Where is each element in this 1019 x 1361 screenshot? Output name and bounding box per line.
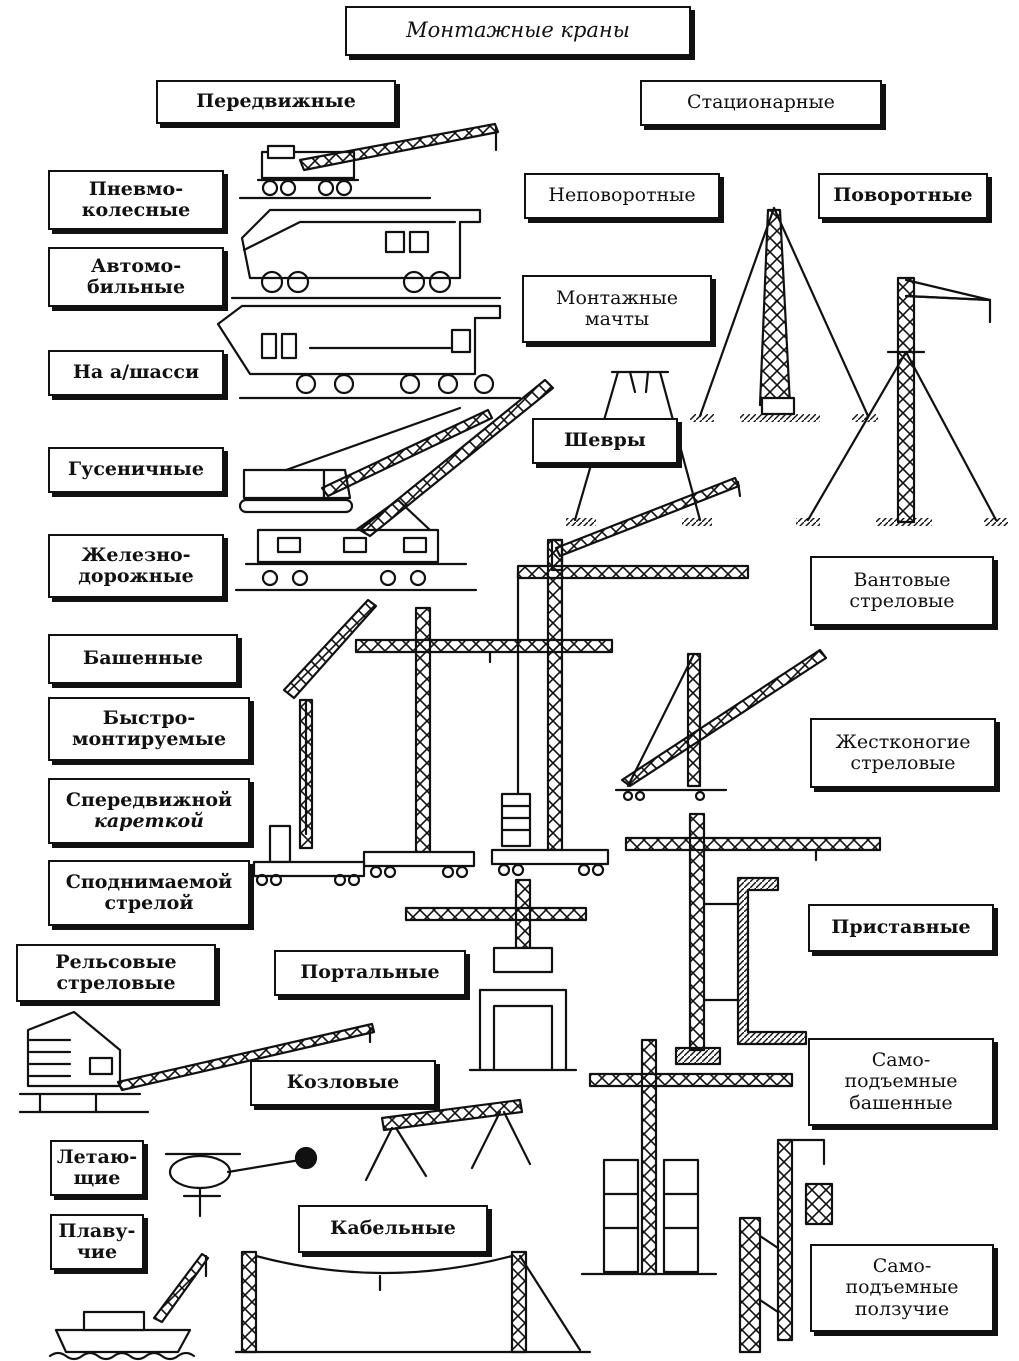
type-gantry-label: Козловые bbox=[286, 1071, 400, 1094]
type-rigid-leg-label: Жестконогие стреловые bbox=[835, 730, 971, 774]
type-auto: Автомо- бильные bbox=[48, 247, 224, 307]
mast-drawing bbox=[690, 206, 878, 422]
type-chassis: На а/шасси bbox=[48, 350, 224, 396]
railway-crane-drawing bbox=[234, 378, 555, 592]
type-sheers-label: Шевры bbox=[564, 429, 646, 452]
gantry-crane-drawing bbox=[364, 1098, 532, 1182]
type-flying: Летаю- щие bbox=[50, 1140, 144, 1196]
type-tower: Башенные bbox=[48, 634, 238, 684]
type-pneumatic-label: Пневмо- колесные bbox=[81, 177, 191, 221]
type-self-lift-climbing: Само- подъемные ползучие bbox=[810, 1244, 994, 1332]
rail-boom-drawing bbox=[18, 1010, 376, 1114]
pneumatic-crane-drawing bbox=[238, 122, 500, 200]
type-floating-label: Плаву- чие bbox=[58, 1219, 136, 1263]
auto-crane-drawing bbox=[230, 208, 502, 300]
type-self-lift-climbing-label: Само- подъемные ползучие bbox=[845, 1255, 959, 1320]
type-masts-label: Монтажные мачты bbox=[556, 286, 678, 330]
type-rotating: Поворотные bbox=[818, 173, 988, 219]
self-lift-climbing-drawing bbox=[738, 1138, 834, 1354]
type-railway-label: Железно- дорожные bbox=[78, 543, 194, 587]
type-trolley-label-1: Спередвижной bbox=[65, 788, 233, 811]
type-trolley-label-2: кареткой bbox=[94, 810, 204, 832]
type-self-lift-tower: Само- подъемные башенные bbox=[808, 1038, 994, 1126]
rigid-leg-drawing bbox=[614, 648, 828, 802]
type-sheers: Шевры bbox=[532, 418, 678, 464]
group-stationary: Стационарные bbox=[640, 80, 882, 126]
group-mobile: Передвижные bbox=[156, 80, 396, 124]
type-rail-boom: Рельсовые стреловые bbox=[16, 944, 216, 1002]
type-non-rotating: Неповоротные bbox=[524, 173, 720, 219]
type-pneumatic: Пневмо- колесные bbox=[48, 170, 224, 230]
type-masts: Монтажные мачты bbox=[522, 275, 712, 343]
type-fast-mount: Быстро- монтируемые bbox=[48, 697, 250, 761]
tower-cranes-drawing bbox=[252, 538, 750, 887]
rotating-mast-drawing bbox=[796, 276, 1008, 526]
type-trolley: Спередвижной кареткой bbox=[48, 778, 250, 844]
type-floating: Плаву- чие bbox=[50, 1214, 144, 1270]
type-attached: Приставные bbox=[808, 904, 994, 952]
type-portal: Портальные bbox=[274, 950, 466, 996]
type-chassis-label: На а/шасси bbox=[72, 361, 200, 384]
helicopter-drawing bbox=[164, 1146, 318, 1218]
type-rail-boom-label: Рельсовые стреловые bbox=[55, 950, 177, 994]
portal-crane-drawing bbox=[404, 878, 588, 1072]
cable-crane-drawing bbox=[234, 1250, 592, 1354]
title-box: Монтажные краны bbox=[345, 6, 691, 56]
type-raising-boom: Споднимаемой стрелой bbox=[48, 860, 250, 926]
type-guyed-boom-label: Вантовые стреловые bbox=[849, 568, 955, 612]
type-cable: Кабельные bbox=[298, 1205, 488, 1253]
type-fast-mount-label: Быстро- монтируемые bbox=[71, 706, 227, 750]
floating-crane-drawing bbox=[48, 1252, 210, 1361]
type-auto-label: Автомо- бильные bbox=[86, 254, 186, 298]
page-title: Монтажные краны bbox=[406, 18, 630, 43]
type-flying-label: Летаю- щие bbox=[56, 1145, 138, 1189]
type-non-rotating-label: Неповоротные bbox=[548, 184, 696, 207]
self-lift-tower-drawing bbox=[580, 1038, 794, 1276]
type-tower-label: Башенные bbox=[82, 647, 203, 670]
type-guyed-boom: Вантовые стреловые bbox=[810, 556, 994, 626]
crawler-crane-drawing bbox=[238, 406, 494, 514]
type-crawler-label: Гусеничные bbox=[68, 458, 204, 481]
chassis-crane-drawing bbox=[216, 304, 522, 400]
group-mobile-label: Передвижные bbox=[196, 90, 356, 113]
type-self-lift-tower-label: Само- подъемные башенные bbox=[844, 1049, 958, 1114]
type-railway: Железно- дорожные bbox=[48, 534, 224, 598]
attached-tower-drawing bbox=[624, 812, 882, 1066]
type-crawler: Гусеничные bbox=[48, 447, 224, 493]
type-rotating-label: Поворотные bbox=[833, 184, 973, 207]
group-stationary-label: Стационарные bbox=[687, 91, 835, 114]
type-attached-label: Приставные bbox=[831, 916, 971, 939]
type-rigid-leg: Жестконогие стреловые bbox=[810, 718, 996, 788]
type-portal-label: Портальные bbox=[300, 961, 440, 984]
type-cable-label: Кабельные bbox=[330, 1217, 456, 1240]
type-gantry: Козловые bbox=[250, 1060, 436, 1106]
type-raising-boom-label: Споднимаемой стрелой bbox=[65, 870, 233, 914]
